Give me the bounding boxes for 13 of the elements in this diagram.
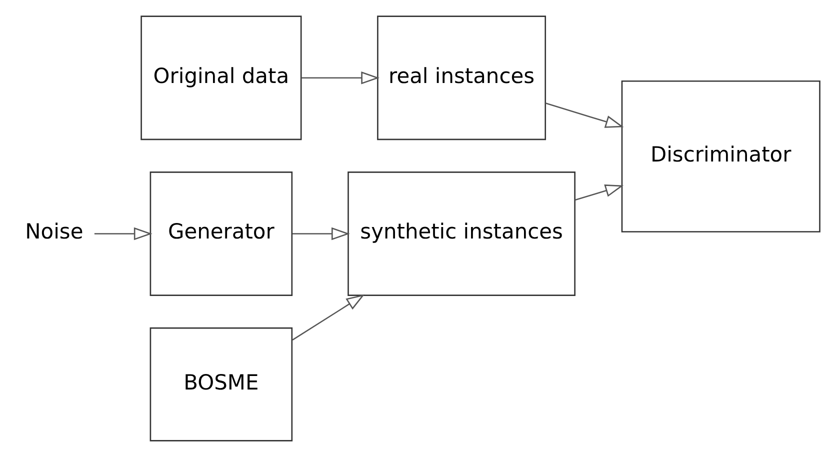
- node-box: Discriminator: [620, 80, 820, 232]
- node-text: Noise: [24, 220, 83, 244]
- arrow: [300, 71, 380, 84]
- node-box: synthetic instances: [347, 172, 575, 296]
- arrow: [292, 227, 350, 240]
- node-box: Original data: [140, 16, 302, 140]
- arrow: [292, 294, 364, 341]
- arrow: [574, 184, 624, 201]
- arrow: [94, 227, 152, 240]
- node-box: real instances: [376, 16, 546, 140]
- node-box: Generator: [149, 172, 292, 296]
- node-box: BOSME: [149, 327, 292, 442]
- arrow: [544, 102, 624, 128]
